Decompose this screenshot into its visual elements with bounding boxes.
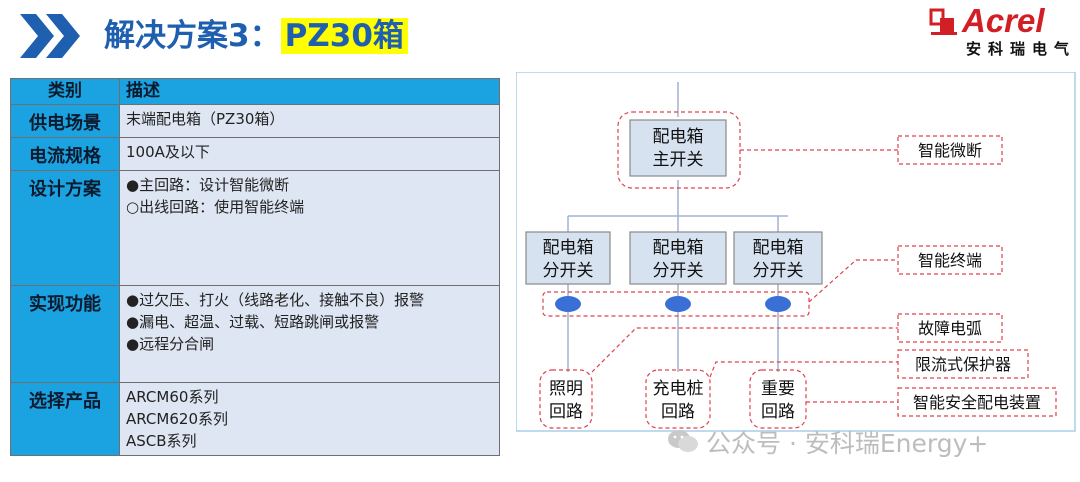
desc-line: ○出线回路：使用智能终端 [126,198,305,216]
sub-box-line-1: 配电箱 [653,238,704,258]
title-highlight: PZ30箱 [280,18,408,54]
wechat-icon [668,430,698,452]
circuit-bg [755,374,801,424]
main-box-line-2: 主开关 [653,150,704,170]
row-description: 末端配电箱（PZ30箱） [119,104,500,138]
row-label: 实现功能 [10,285,120,383]
main-box-line-1: 配电箱 [653,127,704,147]
desc-line: ARCM620系列 [126,410,228,428]
row-label: 选择产品 [10,382,120,456]
label-smart-terminal: 智能终端 [918,251,982,270]
sub-switch-box [525,231,611,285]
leader-lines [591,149,898,403]
lighting-outline [539,369,593,429]
table-row: 选择产品 ARCM60系列 ARCM620系列 ASCB系列 [10,382,500,456]
logo-mark-icon [929,8,957,35]
desc-line: 末端配电箱（PZ30箱） [126,110,285,128]
table-row: 供电场景 末端配电箱（PZ30箱） [10,104,500,138]
watermark-text: 公众号 · 安科瑞Energy+ [706,429,989,458]
sub-switch-box [629,231,727,285]
solution-table: 类别 描述 供电场景 末端配电箱（PZ30箱） 电流规格 100A及以下 设计方… [10,78,500,456]
double-chevron-icon [20,14,80,58]
sub-box-line-2: 分开关 [543,261,594,281]
circuit-line-1: 照明 [549,379,583,399]
sub-switch-box [733,231,823,285]
label-outline-2 [897,313,1003,343]
desc-line: 100A及以下 [126,143,210,161]
row-label: 设计方案 [10,170,120,286]
table-row: 实现功能 ●过欠压、打火（线路老化、接触不良）报警 ●漏电、超温、过载、短路跳闸… [10,285,500,383]
table-row: 电流规格 100A及以下 [10,137,500,171]
circuit-bg [651,374,705,424]
label-arc-fault: 故障电弧 [918,319,982,338]
main-switch-outline [617,111,741,189]
label-smart-breaker: 智能微断 [918,141,982,160]
acrel-logo: Acrel 安科瑞电气 [926,2,1072,58]
terminal-node [665,296,691,312]
title-prefix: 解决方案3： [104,18,281,54]
label-current-limiter: 限流式保护器 [915,355,1011,374]
sub-box-line-1: 配电箱 [753,238,804,258]
sub-box-line-1: 配电箱 [543,238,594,258]
distribution-diagram: 配电箱 主开关 配电箱 分开关 配电箱 分开关 配电箱 分开关 照明 回路 充电… [516,72,1076,432]
label-outline-0 [897,135,1003,165]
row-label: 电流规格 [10,137,120,171]
header-description: 描述 [119,78,500,105]
logo-word: Acrel [962,2,1045,39]
label-outline-1 [897,245,1003,275]
circuit-line-2: 回路 [661,402,695,422]
circuit-line-2: 回路 [549,402,583,422]
header-category: 类别 [10,78,120,105]
table-header-row: 类别 描述 [10,78,500,105]
row-description: ARCM60系列 ARCM620系列 ASCB系列 [119,382,500,456]
desc-line: ●过欠压、打火（线路老化、接触不良）报警 [126,291,425,309]
circuit-line-1: 充电桩 [653,379,704,399]
desc-line: ARCM60系列 [126,388,219,406]
circuit-line-1: 重要 [761,379,795,399]
terminal-node [765,296,791,312]
important-outline [749,369,807,429]
row-label: 供电场景 [10,104,120,138]
row-description: ●主回路：设计智能微断 ○出线回路：使用智能终端 [119,170,500,286]
label-outline-3 [897,349,1029,379]
row-description: ●过欠压、打火（线路老化、接触不良）报警 ●漏电、超温、过载、短路跳闸或报警 ●… [119,285,500,383]
desc-line: ●主回路：设计智能微断 [126,176,290,194]
row-description: 100A及以下 [119,137,500,171]
circuit-bg [545,374,587,424]
terminal-node [555,296,581,312]
terminal-row-outline [542,291,810,317]
sub-box-line-2: 分开关 [653,261,704,281]
label-safety-device: 智能安全配电装置 [913,393,1041,412]
circuit-line-2: 回路 [761,402,795,422]
desc-line: ●漏电、超温、过载、短路跳闸或报警 [126,313,380,331]
table-row: 设计方案 ●主回路：设计智能微断 ○出线回路：使用智能终端 [10,170,500,286]
desc-line: ●远程分合闸 [126,335,215,353]
sub-box-line-2: 分开关 [753,261,804,281]
desc-line: ASCB系列 [126,432,197,450]
watermark: 公众号 · 安科瑞Energy+ [668,424,988,460]
main-switch-box [629,119,727,177]
page-title: 解决方案3：PZ30箱 [104,14,408,58]
logo-subtitle: 安科瑞电气 [966,40,1077,58]
